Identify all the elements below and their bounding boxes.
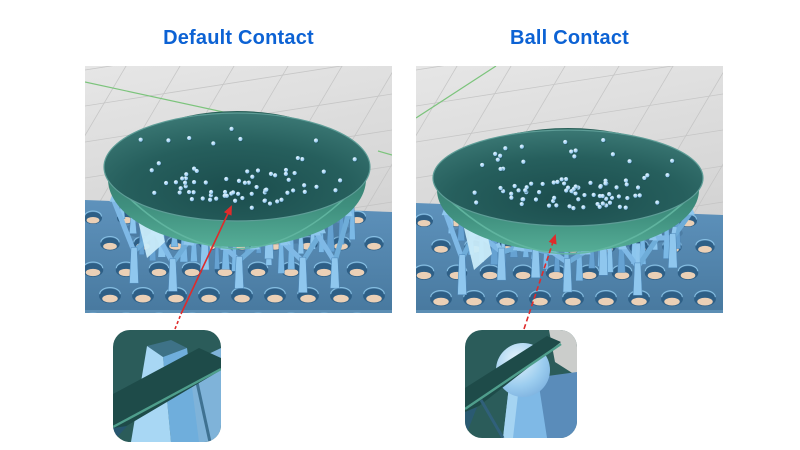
contact-dots [138, 126, 358, 211]
shadow-corner [465, 407, 477, 438]
panel-title-ball-contact: Ball Contact [509, 27, 630, 49]
thin-strut [479, 399, 505, 438]
viewport-render-ball [416, 66, 723, 313]
surface-rim-highlight [465, 343, 562, 410]
axis-line [416, 66, 497, 119]
support-pillar-left-face [503, 386, 519, 438]
surface-rim-highlight [113, 367, 221, 429]
contact-dots [472, 137, 676, 212]
support-pillar-top [147, 340, 187, 357]
viewport-ball-contact [416, 66, 723, 313]
plate-front-edge [85, 310, 392, 313]
axis-line [377, 150, 392, 156]
viewport-default-contact [85, 66, 392, 313]
model-surface-edge [113, 348, 221, 428]
inset-default-contact-closeup [113, 330, 221, 442]
viewport-render-default [85, 66, 392, 313]
plate-front-edge [416, 310, 723, 313]
inset-ball-contact-closeup [465, 330, 577, 438]
panel-title-default-contact: Default Contact [163, 27, 314, 49]
